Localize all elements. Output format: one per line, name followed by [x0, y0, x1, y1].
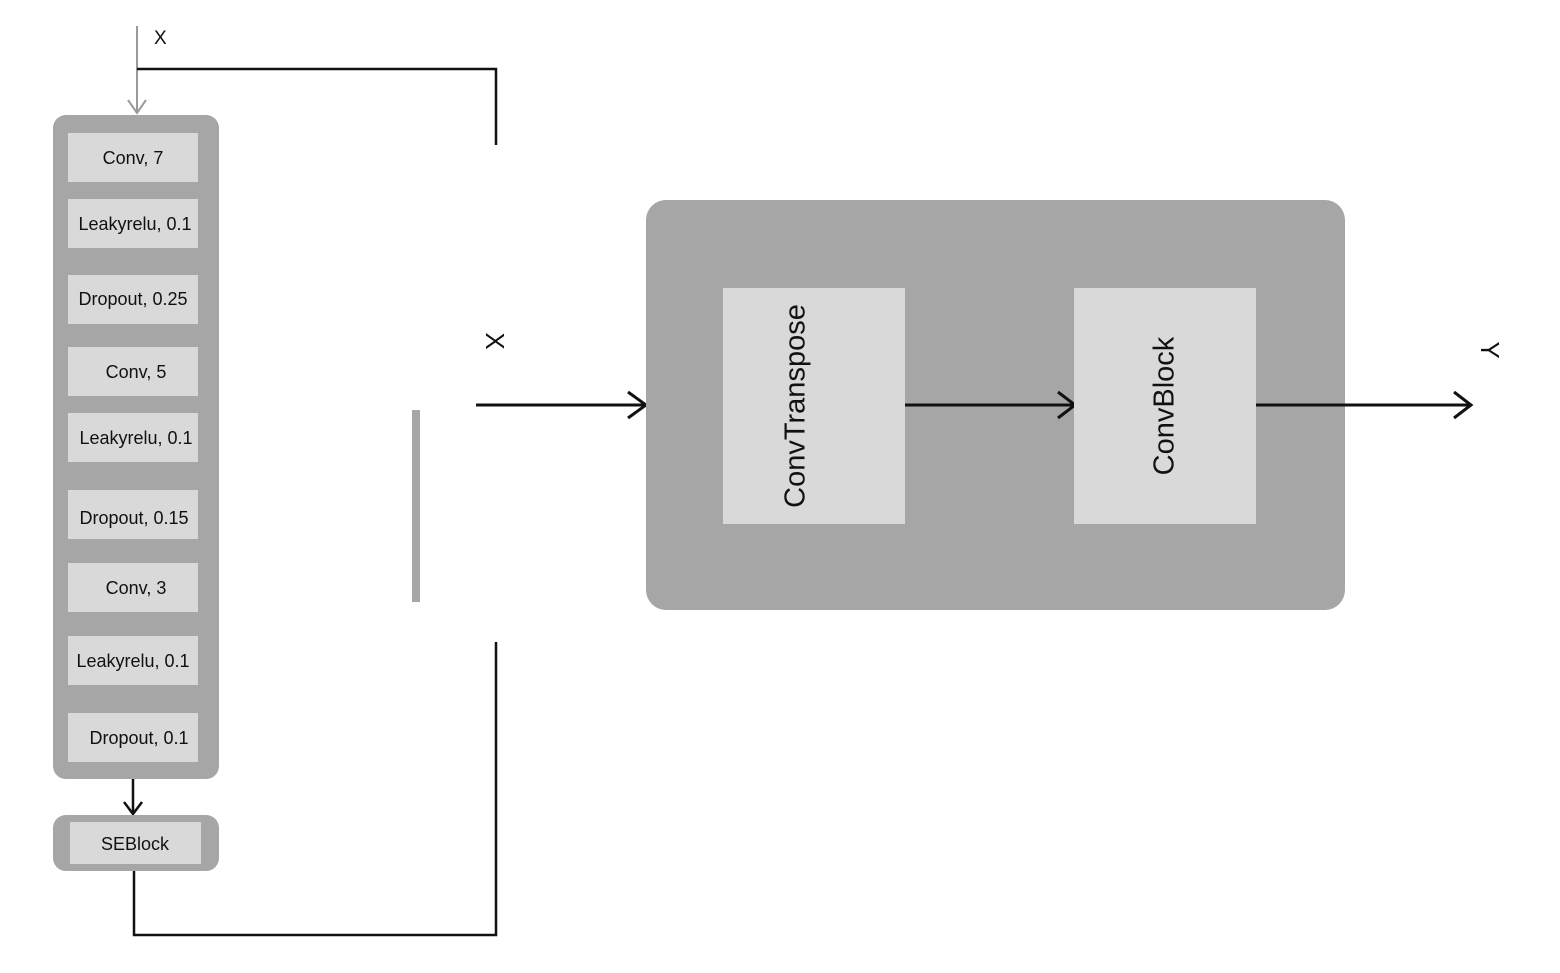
divider-bar: [412, 410, 420, 602]
container-to-seblock-arrowhead: [123, 801, 143, 817]
layer-label-conv-3: Conv, 3: [106, 578, 167, 598]
convblock-box: [1074, 288, 1256, 524]
layer-box-dropout-015: [68, 490, 198, 539]
upsample-input-label: X: [480, 332, 510, 349]
conv-block-layers: Conv, 7 Leakyrelu, 0.1 Dropout, 0.25 Con…: [68, 133, 198, 762]
layer-box-conv-5: [68, 347, 198, 396]
layer-label-leakyrelu-2: Leakyrelu, 0.1: [79, 428, 192, 448]
layer-label-leakyrelu-3: Leakyrelu, 0.1: [76, 651, 189, 671]
layer-label-conv-7: Conv, 7: [103, 148, 164, 168]
layer-box-conv-7: [68, 133, 198, 182]
layer-box-leakyrelu-1: [68, 199, 198, 248]
convtranspose-box: [723, 288, 905, 524]
layer-label-leakyrelu-1: Leakyrelu, 0.1: [78, 214, 191, 234]
upsample-output-arrowhead: [1453, 390, 1474, 420]
conv-block-input-arrowhead: [127, 99, 147, 115]
layer-label-dropout-015: Dropout, 0.15: [79, 508, 188, 528]
seblock-label: SEBlock: [101, 834, 170, 854]
layer-box-conv-3: [68, 563, 198, 612]
seblock-box: [70, 822, 201, 864]
convblock-label: ConvBlock: [1149, 336, 1181, 475]
layer-label-conv-5: Conv, 5: [106, 362, 167, 382]
layer-label-dropout-025: Dropout, 0.25: [78, 289, 187, 309]
layer-box-dropout-025: [68, 275, 198, 324]
layer-box-leakyrelu-2: [68, 413, 198, 462]
layer-label-dropout-01: Dropout, 0.1: [89, 728, 188, 748]
convtranspose-label: ConvTranspose: [780, 304, 812, 508]
upsample-output-label: Y: [1475, 341, 1505, 358]
conv-block-input-label: X: [154, 28, 167, 49]
skip-connection-bottom: [132, 642, 498, 937]
layer-box-dropout-01: [68, 713, 198, 762]
skip-connection-top: [137, 67, 498, 145]
layer-box-leakyrelu-3: [68, 636, 198, 685]
